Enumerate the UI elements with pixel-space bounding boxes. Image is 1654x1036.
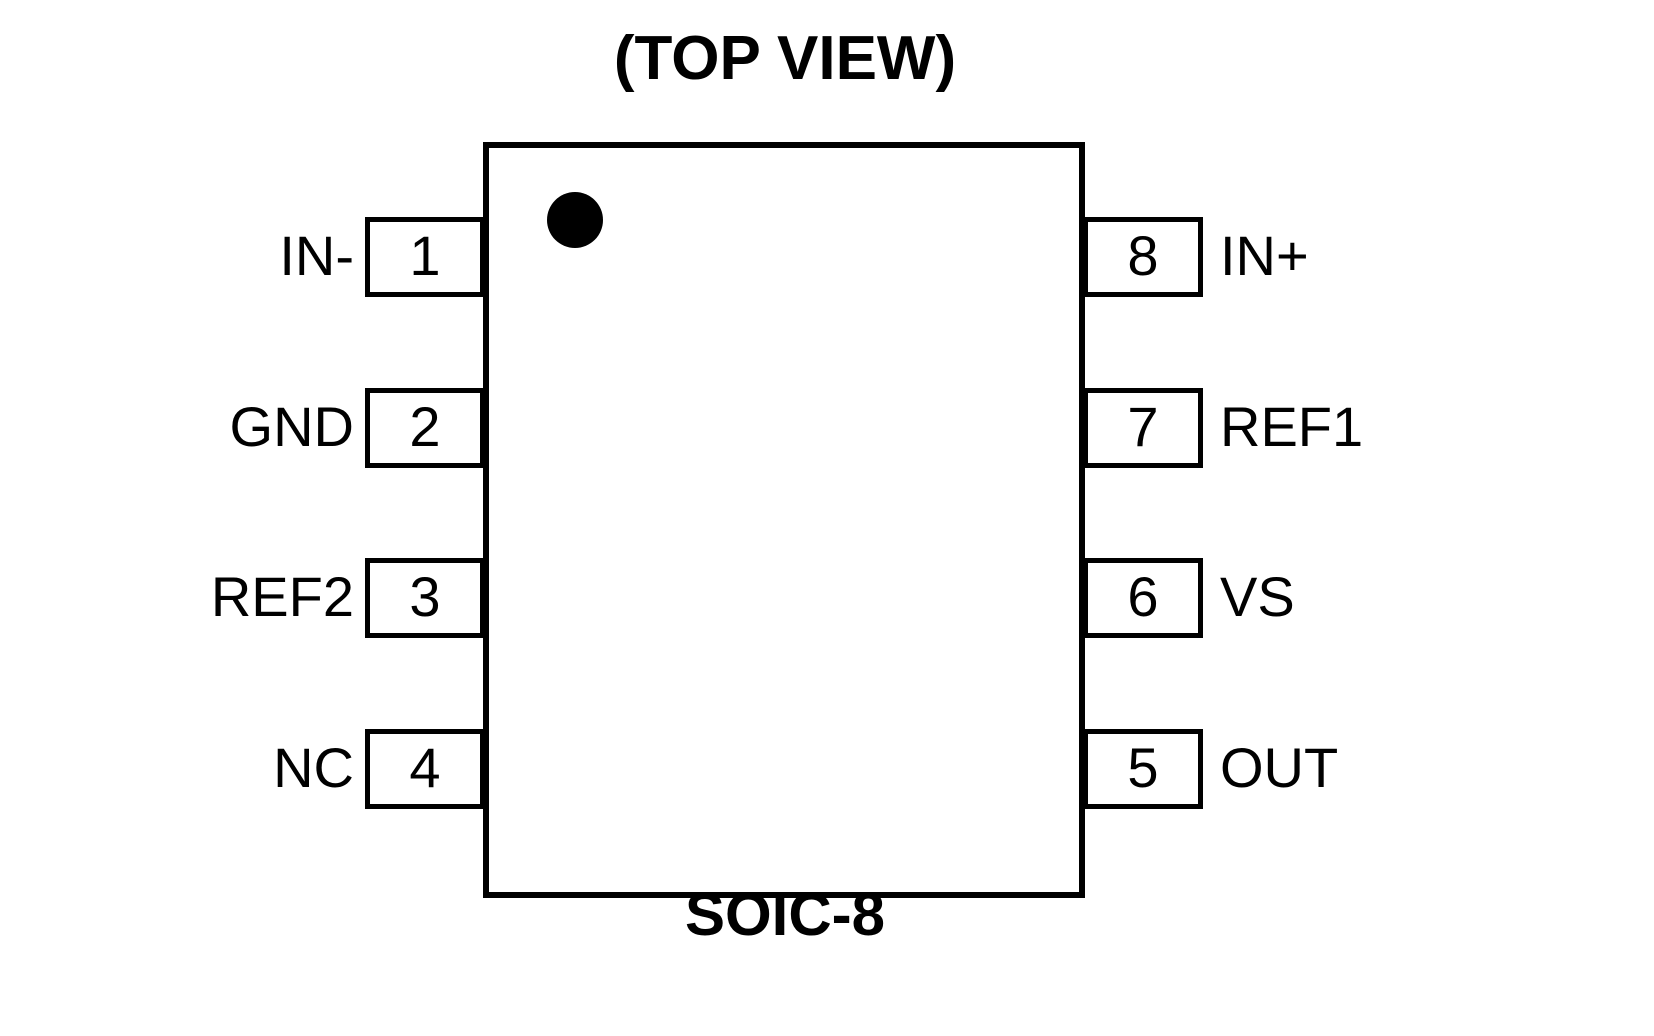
pin-number-7: 7 bbox=[1127, 395, 1159, 458]
pin-number-4: 4 bbox=[409, 736, 441, 799]
pin-label-5: OUT bbox=[1220, 736, 1339, 799]
pin-box-8: 8 bbox=[1083, 217, 1203, 297]
pin-box-7: 7 bbox=[1083, 388, 1203, 468]
top-view-title: (TOP VIEW) bbox=[613, 24, 957, 93]
pin-number-3: 3 bbox=[409, 565, 441, 628]
pin-label-7: REF1 bbox=[1220, 395, 1364, 458]
pin1-dot-icon bbox=[547, 192, 603, 248]
pin-number-2: 2 bbox=[409, 395, 441, 458]
pin-box-6: 6 bbox=[1083, 558, 1203, 638]
pin-label-3: REF2 bbox=[210, 565, 354, 628]
package-body-outline bbox=[483, 142, 1085, 898]
pin-number-1: 1 bbox=[409, 224, 441, 287]
pin-number-5: 5 bbox=[1127, 736, 1159, 799]
pin-label-8: IN+ bbox=[1220, 224, 1309, 287]
pin-box-2: 2 bbox=[365, 388, 485, 468]
pin-label-6: VS bbox=[1220, 565, 1295, 628]
pin-box-3: 3 bbox=[365, 558, 485, 638]
pin-label-1: IN- bbox=[279, 224, 354, 287]
pin-label-2: GND bbox=[229, 395, 354, 458]
pin-box-5: 5 bbox=[1083, 729, 1203, 809]
pin-number-8: 8 bbox=[1127, 224, 1159, 287]
pin-number-6: 6 bbox=[1127, 565, 1159, 628]
pin-box-4: 4 bbox=[365, 729, 485, 809]
pin-label-4: NC bbox=[273, 736, 354, 799]
pin-box-1: 1 bbox=[365, 217, 485, 297]
